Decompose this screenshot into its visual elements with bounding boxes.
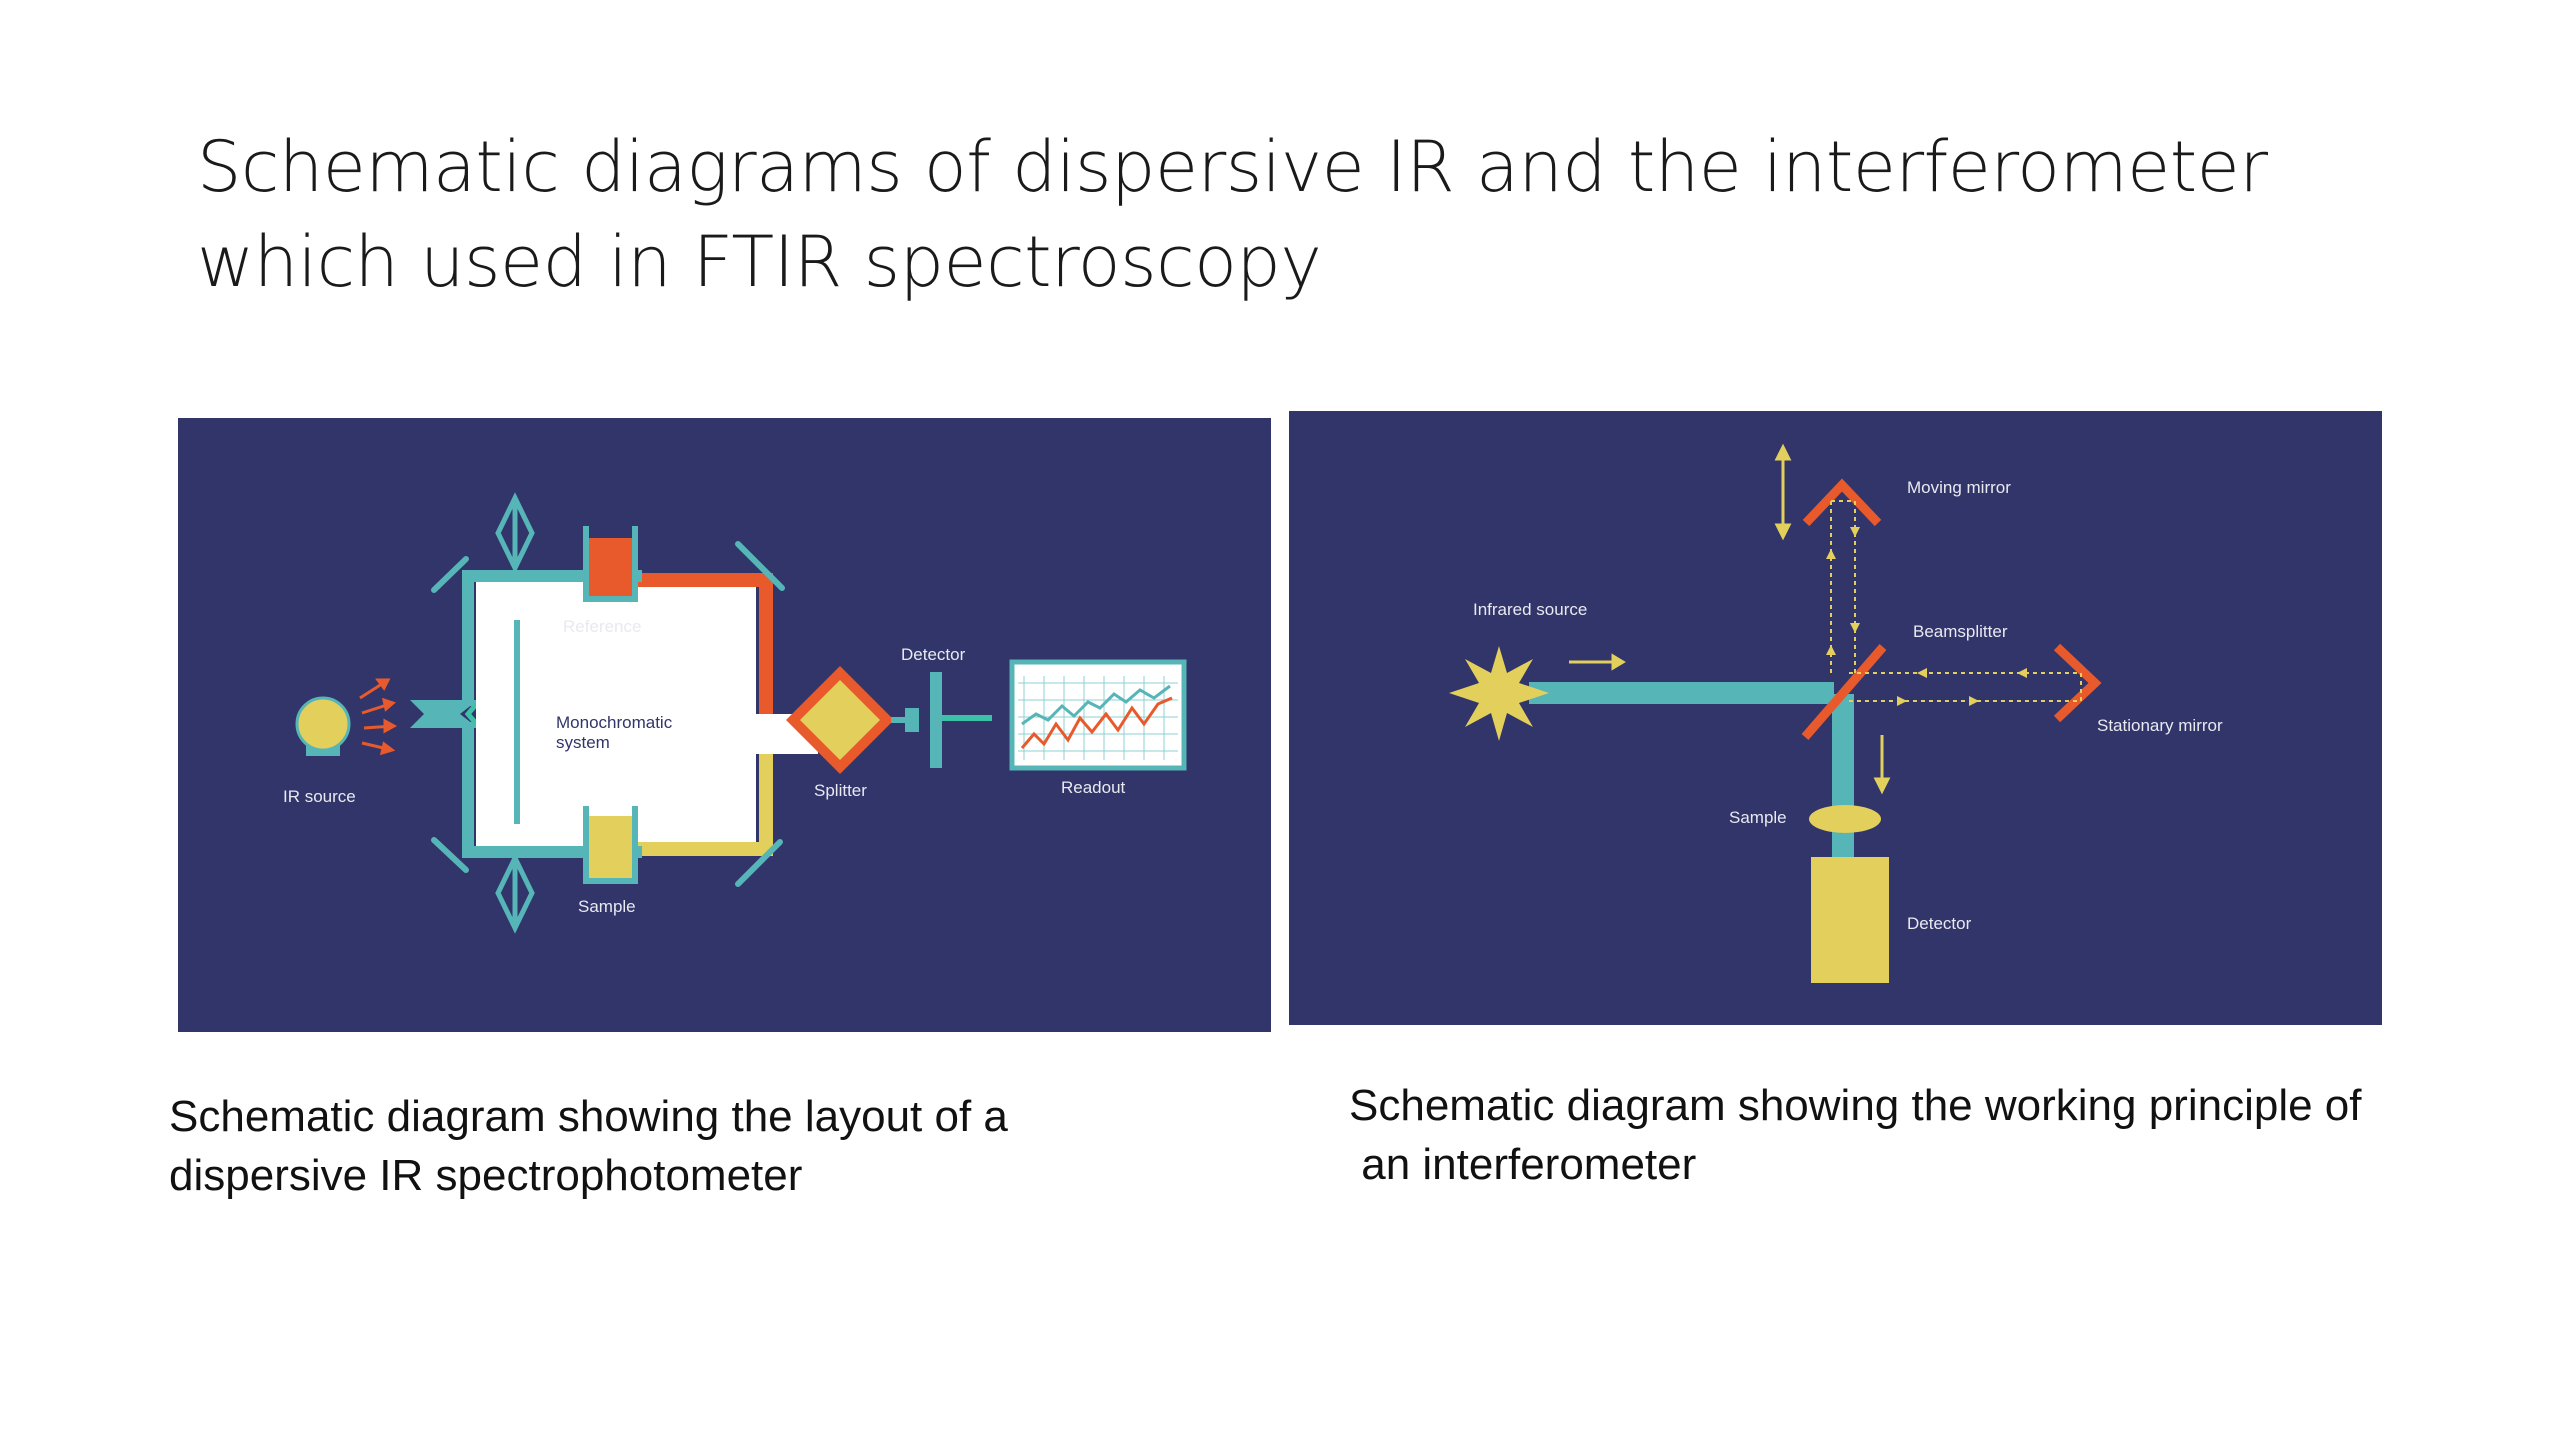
slide-title: Schematic diagrams of dispersive IR and …: [197, 120, 2397, 310]
sample-lens: [1809, 805, 1881, 833]
caption-dispersive-ir: Schematic diagram showing the layout of …: [169, 1087, 1008, 1205]
caption-right-line-1: Schematic diagram showing the working pr…: [1349, 1081, 2362, 1130]
label-sample: Sample: [578, 897, 636, 916]
mirror-motion-arrow: [1774, 443, 1792, 541]
moving-mirror: [1802, 478, 1882, 527]
detector: [891, 672, 992, 768]
corner-mirrors: [431, 541, 785, 887]
label-ir-source: IR source: [283, 787, 356, 806]
dispersive-ir-svg: IR source Reference Monochromatic system…: [283, 492, 1187, 934]
caption-right-line-2: an interferometer: [1349, 1140, 1697, 1189]
caption-interferometer: Schematic diagram showing the working pr…: [1349, 1076, 2362, 1194]
caption-left-line-2: dispersive IR spectrophotometer: [169, 1151, 803, 1200]
interferometer-diagram: Moving mirror Infrared source Beamsplitt…: [1289, 411, 2382, 1025]
beam-to-detector: [1832, 694, 1854, 869]
interference-paths: [1830, 500, 2082, 702]
caption-left-line-1: Schematic diagram showing the layout of …: [169, 1092, 1008, 1141]
ir-source-lamp: [295, 696, 351, 756]
source-beam: [1529, 682, 1834, 704]
to-sample-arrow: [1873, 735, 1891, 795]
reference-cell: [583, 526, 638, 602]
label-sample: Sample: [1729, 808, 1787, 827]
slide-title-line-2: which used in FTIR spectroscopy: [197, 221, 1322, 303]
label-monochromatic-line-2: system: [556, 733, 610, 752]
beamsplitter: [1801, 644, 1887, 740]
source-direction-arrow: [1569, 653, 1626, 671]
readout-chart: [1009, 659, 1187, 771]
label-readout: Readout: [1061, 778, 1126, 797]
slide-title-line-1: Schematic diagrams of dispersive IR and …: [197, 126, 2268, 208]
label-moving-mirror: Moving mirror: [1907, 478, 2011, 497]
splitter: [786, 666, 894, 774]
label-stationary-mirror: Stationary mirror: [2097, 716, 2223, 735]
label-splitter: Splitter: [814, 781, 867, 800]
monochromator-interior: [476, 580, 756, 848]
infrared-source-star: [1449, 646, 1549, 741]
dispersive-ir-diagram: IR source Reference Monochromatic system…: [178, 418, 1271, 1032]
path-arrows: [1826, 527, 2027, 706]
bottom-prism: [495, 852, 535, 934]
label-detector: Detector: [1907, 914, 1972, 933]
detector-block: [1811, 857, 1889, 983]
interferometer-svg: Moving mirror Infrared source Beamsplitt…: [1449, 443, 2223, 983]
label-reference: Reference: [563, 617, 641, 636]
ir-rays: [359, 678, 398, 756]
label-infrared-source: Infrared source: [1473, 600, 1587, 619]
entrance-optic: [410, 700, 478, 728]
label-monochromatic-line-1: Monochromatic: [556, 713, 673, 732]
sample-cell: [583, 806, 638, 884]
stationary-mirror: [2053, 643, 2102, 723]
top-prism: [495, 492, 535, 574]
label-beamsplitter: Beamsplitter: [1913, 622, 2008, 641]
label-detector: Detector: [901, 645, 966, 664]
